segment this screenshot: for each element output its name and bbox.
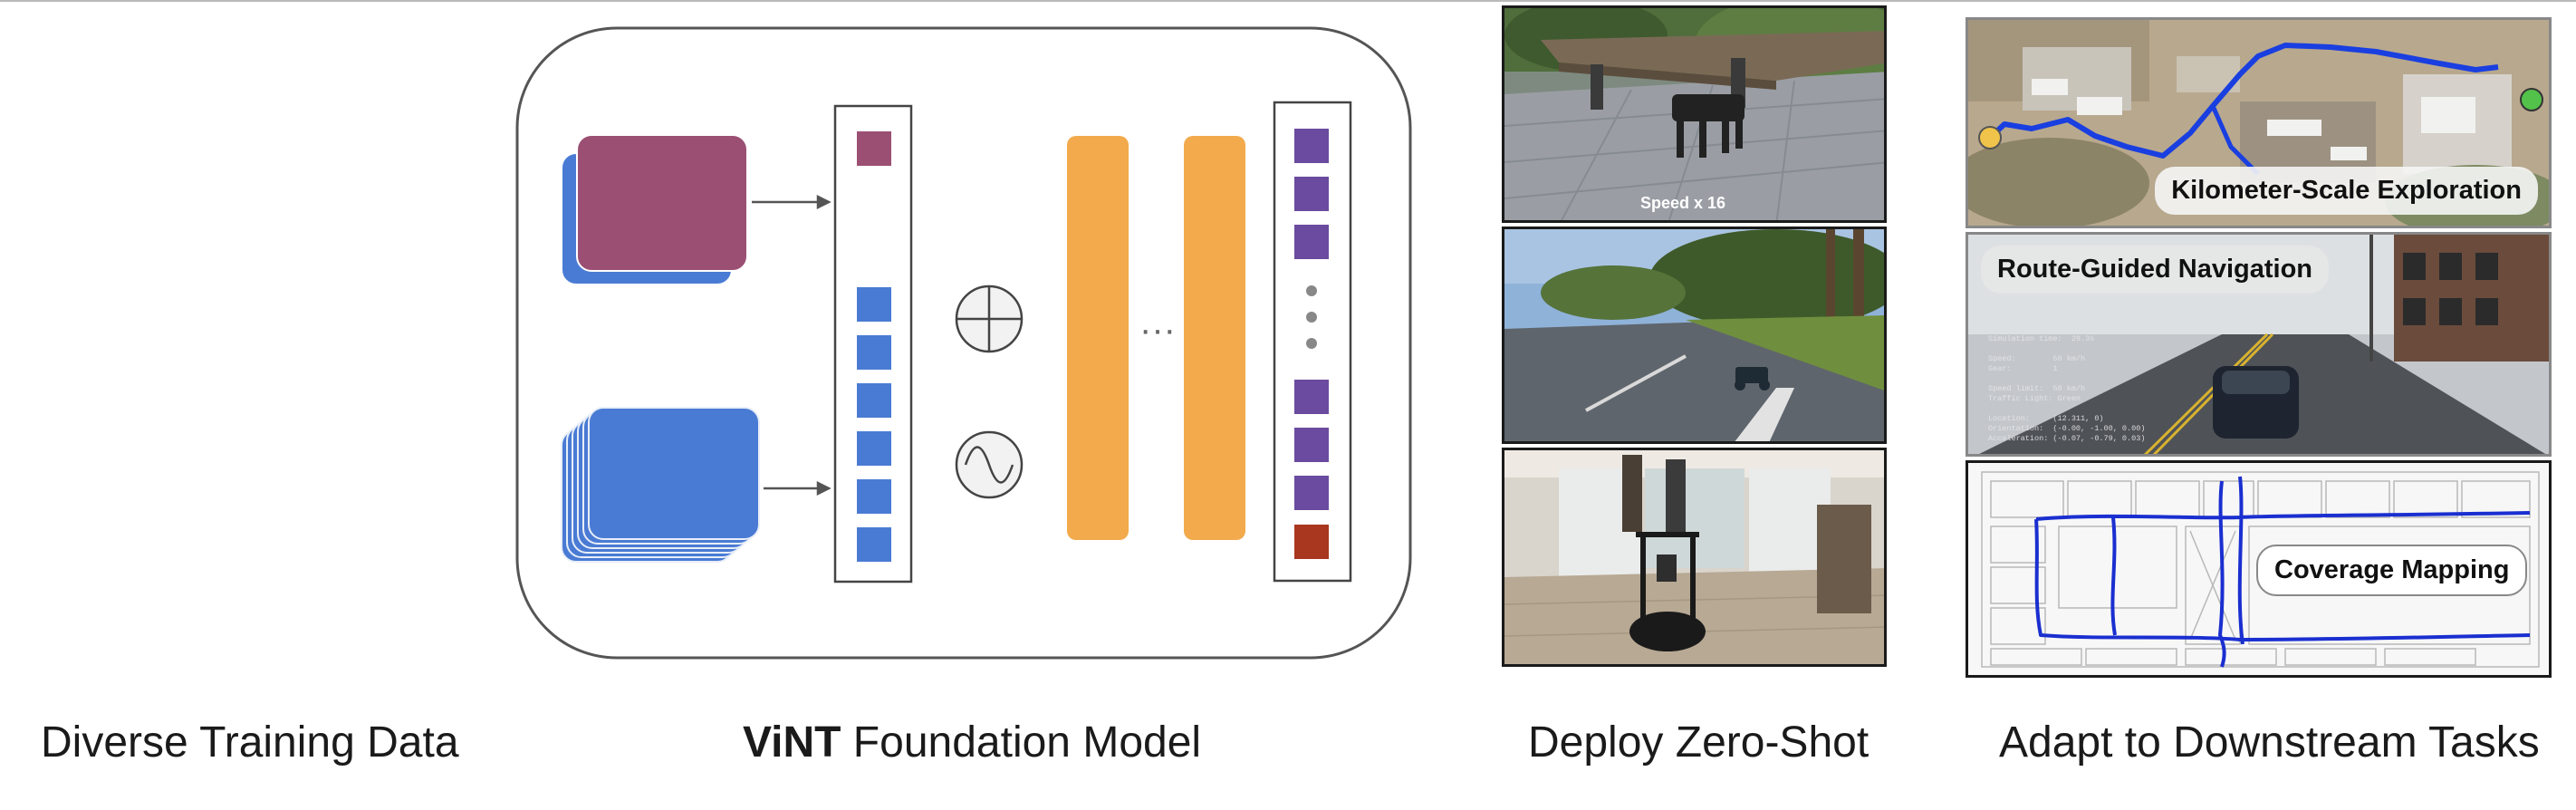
goal-tokens — [857, 287, 891, 562]
top-divider — [0, 0, 2576, 2]
transformer-block-2 — [1184, 136, 1245, 540]
deploy-photo-indoor-robot — [1502, 448, 1887, 667]
route-label: Route-Guided Navigation — [1981, 246, 2329, 294]
output-tokens-bottom — [1294, 380, 1329, 510]
adapt-exploration-map: Kilometer-Scale Exploration — [1966, 17, 2552, 228]
arrow-observation — [752, 194, 831, 210]
wheeled-rover — [1735, 367, 1770, 391]
sim-car — [2213, 366, 2299, 439]
adapt-coverage-floorplan: Coverage Mapping — [1966, 460, 2552, 678]
arrow-goal — [764, 480, 831, 497]
vint-model-diagram: ··· — [515, 26, 1412, 660]
robot-dog — [1672, 94, 1745, 158]
deploy-photo-robot-dog: Speed x 16 — [1502, 5, 1887, 223]
transformer-ellipsis: ··· — [1139, 310, 1176, 350]
exploration-label: Kilometer-Scale Exploration — [2155, 167, 2538, 215]
sum-icon — [955, 284, 1024, 353]
observation-image-stack — [561, 134, 748, 285]
transformer-block-1 — [1067, 136, 1129, 540]
start-marker — [1978, 126, 2002, 149]
deploy-photo-rover-road — [1502, 227, 1887, 444]
vertical-ellipsis — [1306, 285, 1317, 349]
goal-image-stack — [561, 407, 760, 563]
goal-marker — [2520, 88, 2543, 111]
adapt-route-sim: Simulation time: 29.3s Speed: 50 km/h Ge… — [1966, 232, 2552, 457]
coverage-path — [2034, 476, 2531, 668]
indoor-robot — [1629, 532, 1706, 651]
coverage-label: Coverage Mapping — [2256, 545, 2528, 596]
caption-deploy: Deploy Zero-Shot — [1528, 718, 1870, 767]
model-subtitle: Foundation Model — [841, 718, 1202, 767]
caption-training-data: Diverse Training Data — [41, 718, 459, 767]
speed-overlay: Speed x 16 — [1640, 194, 1726, 212]
output-tokens-top — [1294, 129, 1329, 259]
observation-token — [857, 131, 891, 166]
caption-adapt: Adapt to Downstream Tasks — [1999, 718, 2540, 767]
action-output-token — [1294, 525, 1329, 559]
sinusoid-icon — [955, 430, 1024, 499]
model-name: ViNT — [743, 718, 841, 767]
sim-readout: Simulation time: 29.3s Speed: 50 km/h Ge… — [1988, 334, 2146, 443]
caption-foundation-model: ViNT Foundation Model — [743, 718, 1201, 767]
